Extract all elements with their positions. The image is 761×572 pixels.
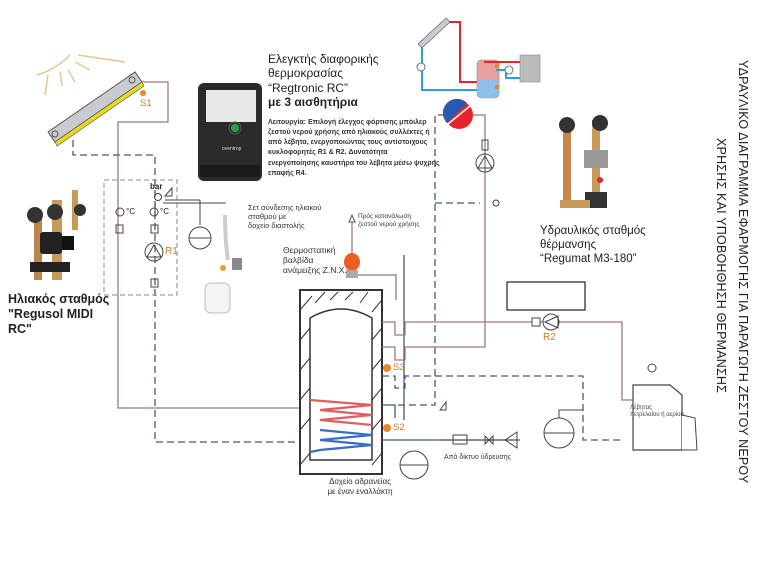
thermometer-label: °C — [160, 207, 169, 216]
safety-valve-icon — [439, 400, 447, 411]
sensor-s1-dot — [140, 90, 146, 96]
thermometer-icon — [115, 207, 125, 217]
controller-title-line: θερμοκρασίας — [268, 66, 343, 81]
solar-station-box — [103, 179, 178, 296]
water-network-label: Από δίκτυο ύδρευσης — [444, 454, 511, 461]
check-valve-icon — [150, 224, 159, 234]
water-inlet-icon — [504, 431, 518, 449]
sensor-s1-label: S1 — [140, 98, 152, 109]
sensor-s2-label: S2 — [393, 422, 405, 433]
tank-label: Δοχείο αδρανείας με έναν εναλλάκτη — [305, 477, 415, 496]
controller-model: “Regtronic RC” — [268, 80, 349, 95]
expansion-set-line: δοχείο διαστολής — [248, 221, 305, 230]
heating-station-photo — [559, 115, 608, 208]
to-consumption-label: Πρός κατανάλωση ζεστού νερού χρήσης — [358, 213, 448, 229]
boiler-label: Λέβητας πετρελαίου ή αερίου — [630, 405, 690, 419]
actuator-icon — [492, 199, 500, 207]
radiator-box — [506, 281, 586, 311]
mixing-valve-line: ανάμειξης Z.N.X. — [283, 265, 347, 276]
boiler — [632, 363, 698, 451]
expansion-vessel — [204, 214, 242, 314]
pump-r1-label: R1 — [165, 246, 178, 257]
heating-station-label: Υδραυλικός σταθμός θέρμανσης “Regumat M3… — [540, 225, 680, 266]
sun-icon — [36, 54, 126, 96]
controller-device — [198, 83, 262, 181]
heating-station-model: “Regumat M3-180” — [540, 252, 637, 265]
coil-hot — [309, 398, 373, 427]
solar-return-pipe — [72, 140, 300, 443]
diagram-title: ΥΔΡΑΥΛΙΚΟ ΔΙΑΓΡΑΜΜΑ ΕΦΑΡΜΟΓΗΣ ΓΙΑ ΠΑΡΑΓΩ… — [700, 60, 750, 500]
solar-station-model: "Regusol MIDI RC" — [8, 307, 94, 336]
check-valve-icon — [531, 317, 541, 327]
mini-schematic — [416, 17, 541, 99]
diagram-title-line1: ΥΔΡΑΥΛΙΚΟ ΔΙΑΓΡΑΜΜΑ ΕΦΑΡΜΟΓΗΣ ΓΙΑ ΠΑΡΑΓΩ… — [736, 60, 750, 484]
thermometer-label: °C — [126, 207, 135, 216]
pressure-gauge-label: bar — [150, 182, 163, 191]
to-consumption-line: ζεστού νερού χρήσης — [358, 220, 420, 228]
diagram-title-line2: ΧΡΗΣΗΣ ΚΑΙ ΥΠΟΒΟΗΘΗΣΗ ΘΕΡΜΑΝΣΗΣ — [714, 138, 728, 394]
pump-r1-icon — [144, 242, 164, 262]
mixing-valve-line: βαλβίδα — [283, 255, 314, 266]
tank-label-line: Δοχείο αδρανείας — [329, 477, 391, 486]
to-consumption-line: Πρός κατανάλωση — [358, 213, 411, 220]
solar-station-photo — [27, 190, 86, 280]
shutoff-valve-icon — [484, 434, 494, 446]
solar-station-label: Ηλιακός σταθμός "Regusol MIDI RC" — [8, 292, 118, 337]
controller-brand: oventrop — [222, 146, 242, 152]
pressure-gauge-icon — [154, 193, 162, 201]
check-valve-icon — [481, 139, 489, 151]
tank-label-line: με έναν εναλλάκτη — [327, 486, 393, 496]
heating-station-name-2: θέρμανσης — [540, 238, 597, 251]
pump-r2-label: R2 — [543, 332, 556, 343]
thermostatic-mixing-valve — [344, 213, 405, 420]
solar-collector — [47, 71, 145, 147]
boiler-label-line: πετρελαίου ή αερίου — [630, 412, 684, 419]
safety-valve-icon — [163, 186, 173, 197]
expansion-set-line: σταθμού με — [248, 212, 287, 221]
pump-r2-icon — [542, 313, 560, 331]
sensor-s3-label: S3 — [393, 362, 405, 373]
check-valve-icon — [452, 434, 468, 445]
controller-description: Λειτουργία: Επιλογή έλεγχος φόρτισης μπό… — [268, 119, 440, 177]
controller-title: Ελεγκτής διαφορικής θερμοκρασίας “Regtro… — [268, 52, 418, 110]
solar-hot-pipe — [117, 81, 300, 409]
coil-cold — [309, 428, 373, 454]
controller-title-line: Ελεγκτής διαφορικής — [268, 52, 379, 66]
thermometer-icon — [149, 207, 159, 217]
heating-station-name: Υδραυλικός σταθμός — [540, 225, 646, 237]
expansion-set-line: Σετ σύνδεσης ηλιακού — [248, 203, 322, 212]
expansion-set-label: Σετ σύνδεσης ηλιακού σταθμού με δοχείο δ… — [248, 203, 348, 230]
sensor-s3-dot — [383, 364, 391, 372]
controller-sensor-count: με 3 αισθητήρια — [268, 95, 358, 110]
mixing-valve-label: Θερμοστατική βαλβίδα ανάμειξης Z.N.X. — [283, 245, 363, 276]
storage-tank — [299, 289, 383, 475]
heating-mixer — [442, 98, 473, 129]
pump-heating-icon — [475, 153, 495, 173]
mixing-valve-line: Θερμοστατική — [283, 245, 336, 255]
sensor-s2-dot — [383, 424, 391, 432]
check-valve-icon — [115, 224, 124, 234]
flow-meter-icon — [150, 278, 159, 288]
boiler-label-line: Λέβητας — [630, 405, 653, 411]
solar-station-name: Ηλιακός σταθμός — [8, 292, 110, 306]
